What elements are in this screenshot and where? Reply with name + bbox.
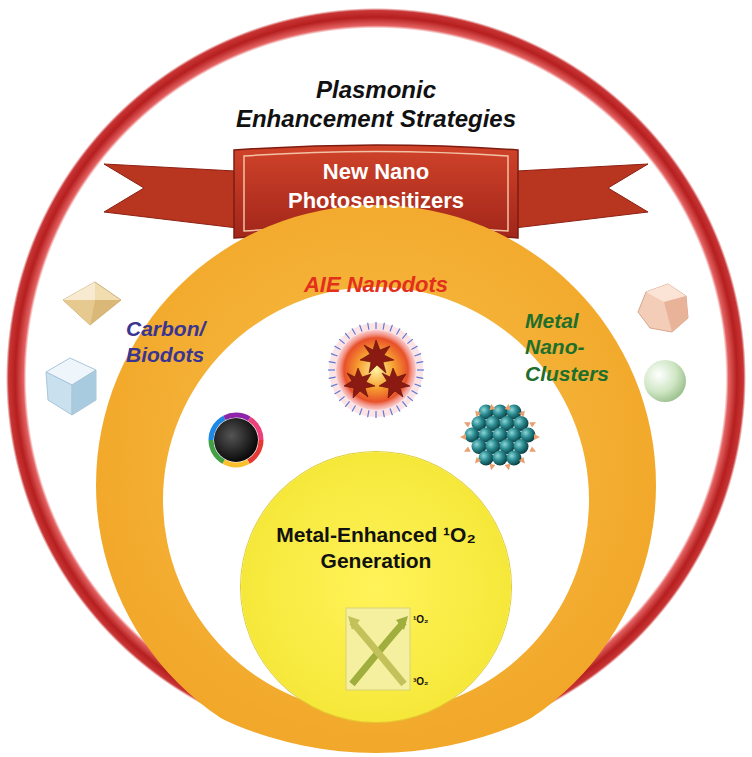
node-text: Metal-Enhanced ¹O₂ Generation [276,522,476,575]
node-text: New Nano Photosensitizers [256,158,496,215]
cube-gem [46,358,96,415]
carbon-dot [211,415,261,465]
metal-nanocluster [460,404,540,470]
node-text: Plasmonic Enhancement Strategies [196,76,556,134]
octahedron-gem [63,282,121,325]
oxygen-label: ¹O₂ [413,614,429,625]
node-text: AIE Nanodots [256,272,496,298]
aie-nanoparticle [328,322,424,418]
sphere-gem [644,360,686,402]
oxygen-label: ³O₂ [413,676,429,687]
yellow-circle: Metal-Enhanced ¹O₂ Generation [241,452,511,722]
node-text: Metal Nano- Clusters [525,308,609,387]
outer-ring-circle: Plasmonic Enhancement StrategiesNew Nano… [6,3,746,753]
singlet-oxygen-icon [346,608,410,690]
node-text: Carbon/ Biodots [126,316,205,369]
orange-ring-circle: AIE NanodotsCarbon/ Biodots Metal Nano- C… [96,205,656,753]
polyhedron-gem [638,284,688,332]
